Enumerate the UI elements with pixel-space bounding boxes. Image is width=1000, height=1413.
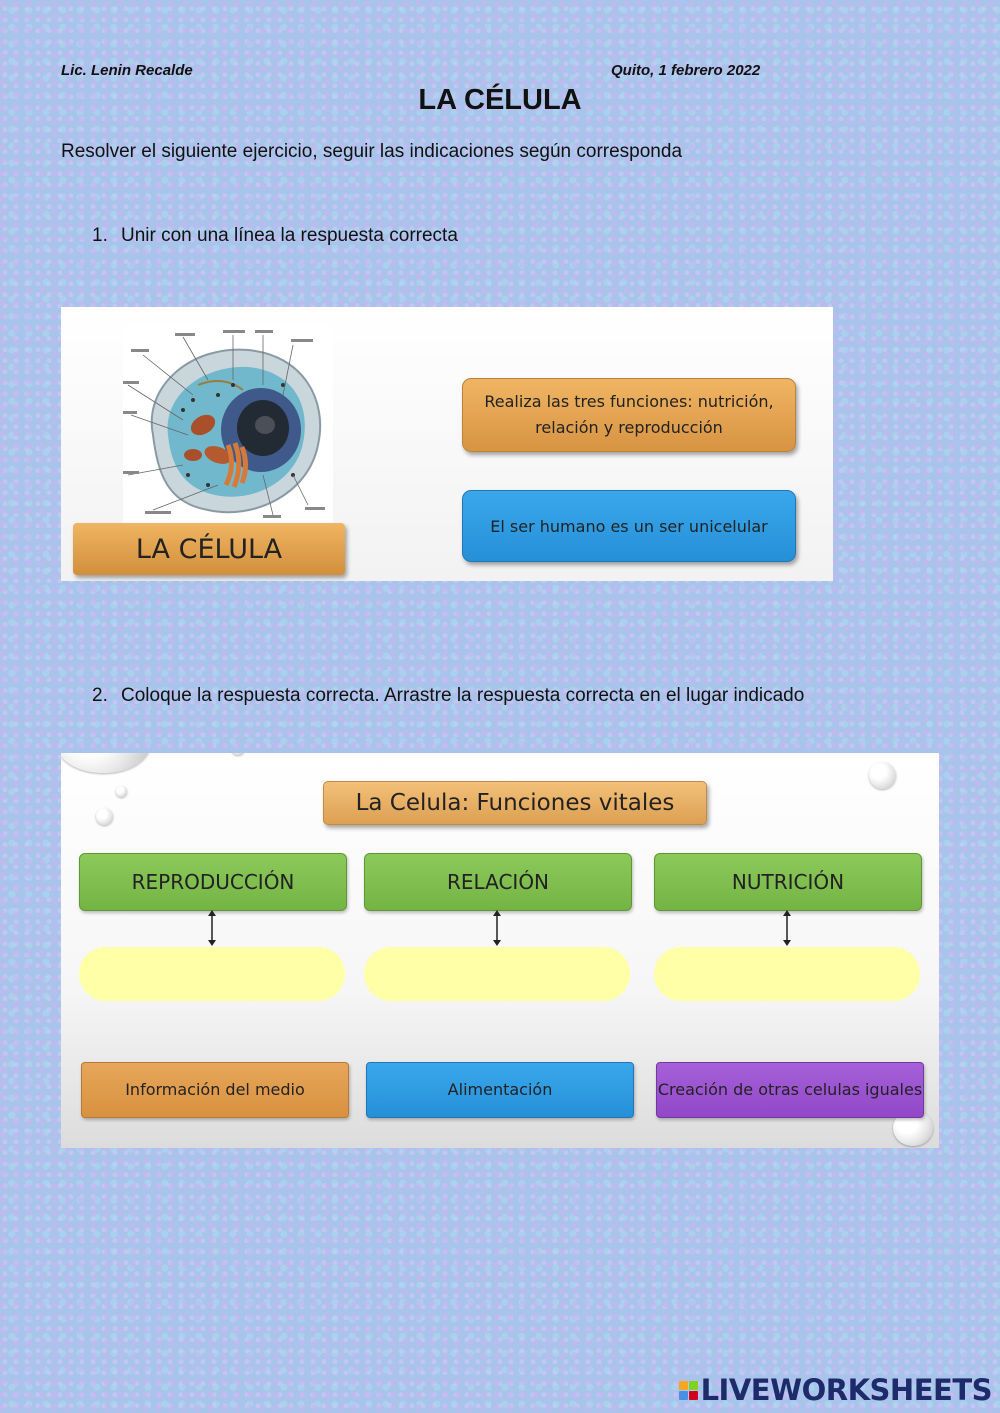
functions-title: La Celula: Funciones vitales [323, 781, 707, 825]
question-2-prompt: Coloque la respuesta correcta. Arrastre … [121, 685, 805, 706]
author-name: Lic. Lenin Recalde [61, 62, 193, 79]
category-nutricion: NUTRICIÓN [654, 853, 922, 911]
brand-name: LIVEWORKSHEETS [700, 1373, 993, 1407]
drop-zone-nutricion[interactable] [654, 947, 920, 1001]
bubble-decoration-icon [869, 762, 896, 789]
bubble-decoration-icon [231, 753, 245, 755]
drop-zone-relacion[interactable] [364, 947, 630, 1001]
question-2-number: 2. [92, 685, 108, 706]
document-date: Quito, 1 febrero 2022 [611, 62, 761, 79]
draggable-answer-creacion[interactable]: Creación de otras celulas iguales [656, 1062, 924, 1118]
drop-zone-reproduccion[interactable] [79, 947, 345, 1001]
draggable-answer-informacion[interactable]: Información del medio [81, 1062, 349, 1118]
category-reproduccion: REPRODUCCIÓN [79, 853, 347, 911]
bubble-decoration-icon [61, 753, 151, 773]
double-arrow-icon [493, 910, 501, 946]
bubble-decoration-icon [116, 786, 127, 797]
matching-option-unicellular[interactable]: El ser humano es un ser unicelular [462, 490, 796, 562]
question-1: 1. Unir con una línea la respuesta correc… [92, 225, 458, 247]
question-1-number: 1. [92, 225, 108, 246]
draggable-answer-alimentacion[interactable]: Alimentación [366, 1062, 634, 1118]
instruction-text: Resolver el siguiente ejercicio, seguir … [61, 141, 683, 162]
animal-cell-diagram-icon [123, 325, 333, 525]
matching-option-functions[interactable]: Realiza las tres funciones: nutrición, r… [462, 378, 796, 452]
page-title: LA CÉLULA [418, 84, 582, 116]
matching-exercise-panel: LA CÉLULA Realiza las tres funciones: nu… [61, 307, 833, 581]
category-relacion: RELACIÓN [364, 853, 632, 911]
liveworksheets-brand[interactable]: LIVEWORKSHEETS [678, 1373, 993, 1407]
question-2: 2. Coloque la respuesta correcta. Arrastr… [92, 685, 804, 707]
drag-drop-exercise-panel: La Celula: Funciones vitales REPRODUCCIÓ… [61, 753, 939, 1148]
double-arrow-icon [783, 910, 791, 946]
double-arrow-icon [208, 910, 216, 946]
cell-label: LA CÉLULA [73, 523, 345, 575]
question-1-prompt: Unir con una línea la respuesta correcta [121, 225, 458, 246]
bubble-decoration-icon [96, 808, 113, 825]
liveworksheets-logo-icon [678, 1380, 698, 1400]
